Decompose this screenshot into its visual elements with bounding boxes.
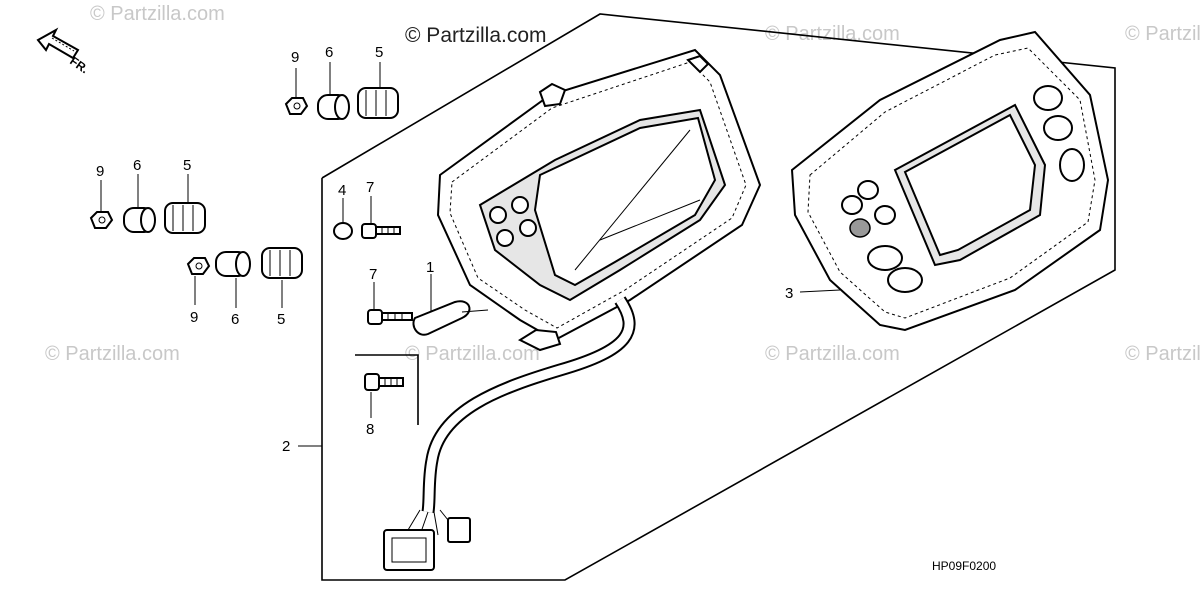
collar [317,94,350,120]
callout-9: 9 [96,163,104,180]
watermark: © Partzilla.com [765,343,900,365]
screw [367,309,413,325]
callout-3: 3 [785,285,793,302]
collar [123,207,156,233]
nut [186,257,211,275]
callout-5: 5 [375,44,383,61]
screw [364,373,404,391]
callout-1: 1 [426,259,434,276]
callout-9: 9 [291,49,299,66]
watermark: © Partzilla.com [1125,23,1200,45]
meter-cover [790,30,1110,332]
diagram-code: HP09F0200 [932,559,996,573]
washer [333,222,353,240]
collar [215,251,251,277]
callout-6: 6 [231,311,239,328]
grommet [164,202,206,234]
front-arrow-icon [36,27,80,60]
callout-2: 2 [282,438,290,455]
screw-bracket-line [355,354,419,425]
watermark: © Partzilla.com [45,343,180,365]
meter-case [436,48,762,352]
callout-5: 5 [183,157,191,174]
watermark: © Partzilla.com [405,343,540,365]
leader-line [799,289,841,293]
callout-6: 6 [325,44,333,61]
callout-7: 7 [369,266,377,283]
watermark: © Partzilla.com [90,3,225,25]
wire-harness [383,296,636,571]
watermark: © Partzilla.com [1125,343,1200,365]
grommet [261,247,303,279]
callout-9: 9 [190,309,198,326]
watermark-top: © Partzilla.com [405,24,547,47]
screw [361,223,401,239]
callout-4: 4 [338,182,346,199]
watermark: © Partzilla.com [765,23,900,45]
grommet [357,87,399,119]
nut [284,97,309,115]
clamp [412,300,489,336]
assembly-outline [321,13,1116,581]
callout-6: 6 [133,157,141,174]
callout-8: 8 [366,421,374,438]
callout-5: 5 [277,311,285,328]
callout-7: 7 [366,179,374,196]
nut [89,211,114,229]
